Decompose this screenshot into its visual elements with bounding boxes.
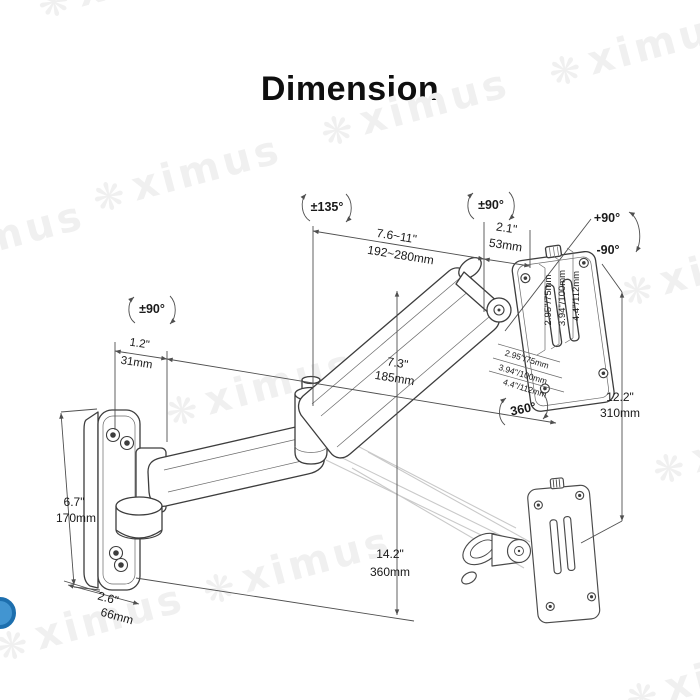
angle-vesa-swivel-label: ±90° <box>478 198 504 212</box>
brand-watermark: ❋ ximus <box>648 398 700 494</box>
angle-wall-swivel-label: ±90° <box>139 302 165 316</box>
brand-watermark: ❋ ximus <box>616 220 700 316</box>
rotation-arrow-icon <box>508 191 515 221</box>
brand-watermark: ❋ ximus <box>621 627 700 700</box>
watermark-brand-text: ximus <box>127 126 287 210</box>
rotation-arrow-icon <box>345 193 352 223</box>
angle-tilt-up-label: +90° <box>594 211 620 225</box>
angle-elbow-swivel-label: ±135° <box>311 200 344 214</box>
vesa-slot <box>544 284 563 348</box>
rotation-arrow-icon <box>467 192 475 220</box>
dimension-lines <box>59 218 625 622</box>
watermark-brand-text: ximus <box>655 220 700 304</box>
brand-watermark: ❋ ximus <box>88 126 287 222</box>
dim-lower-arm-line <box>166 357 557 425</box>
page-title: Dimension <box>260 70 440 108</box>
tilt-joint <box>455 256 500 316</box>
vesa-holes <box>533 490 597 611</box>
watermark-brand-text: ximus <box>687 398 700 482</box>
dim-plate-width-line <box>67 584 140 605</box>
dim-wall-clearance-line <box>114 349 168 361</box>
dim-head-depth-mm-label: 53mm <box>488 236 523 255</box>
watermark-brand-text: ximus <box>72 0 232 17</box>
wall-swivel-badge: ±90° <box>128 295 176 325</box>
dim-extension-inch-label: 7.6~11" <box>376 226 418 246</box>
dim-wall-clearance-mm-label: 31mm <box>120 355 153 372</box>
brand-watermark: ❋ ximus <box>33 0 232 28</box>
vesa-slot <box>561 278 580 342</box>
dim-plate-width-inch-label: 2.6" <box>96 589 120 608</box>
vesa-swivel-badge: ±90° <box>467 191 515 221</box>
wall-hinge <box>115 496 163 540</box>
vesa-75-label: 2.95"/75mm <box>543 274 554 325</box>
vesa-slot <box>563 515 576 572</box>
watermark-brand-text: ximus <box>355 60 515 144</box>
brand-watermark: ❋ ximus <box>544 0 700 96</box>
tilt-axis-line <box>504 218 592 332</box>
rotation-arrow-icon <box>540 391 549 420</box>
brand-watermark: ❋ ximus <box>316 60 515 156</box>
dim-height-range-inch-label: 12.2" <box>606 390 634 404</box>
angle-rotation-label: 360° <box>509 400 537 419</box>
watermark-brand-text: ximus <box>660 627 700 700</box>
ghost-vesa-plate <box>527 477 601 624</box>
gear-icon: ❋ <box>88 171 130 222</box>
tilt-pivot <box>486 297 512 323</box>
dim-lower-arm-mm-label: 185mm <box>374 368 416 388</box>
dim-plate-height-mm-label: 170mm <box>56 511 96 525</box>
dim-lower-arm-inch-label: 7.3" <box>386 354 409 371</box>
tilt-badge: +90° -90° <box>594 211 641 257</box>
gear-icon: ❋ <box>648 443 690 494</box>
brand-watermark: ❋ ximus <box>198 518 397 614</box>
ghost-head <box>461 532 532 585</box>
angle-annotations: ±135° ±90° ±90° +90° -90° 360° <box>128 191 641 426</box>
thumbscrew <box>549 477 565 490</box>
angle-tilt-down-label: -90° <box>596 243 619 257</box>
rotation-arrow-icon <box>128 296 136 324</box>
dim-plate-height-line <box>59 412 76 586</box>
gear-icon: ❋ <box>316 105 358 156</box>
watermark-brand-text: ximus <box>237 518 397 602</box>
vesa-100-label: 3.94"/100mm <box>557 270 568 326</box>
rotation-badge: 360° <box>499 391 549 426</box>
gear-icon: ❋ <box>544 45 586 96</box>
vesa-slot <box>549 519 562 575</box>
base-reference-line <box>135 577 415 622</box>
rotation-arrow-icon <box>169 295 176 325</box>
vesa-112-label: 4.4"/112mm <box>571 271 582 321</box>
watermark-brand-text: ximus <box>583 0 700 84</box>
dim-height-range-mm-label: 310mm <box>600 406 640 420</box>
mounting-holes <box>105 427 135 573</box>
rotation-arrow-icon <box>300 193 311 222</box>
gear-icon: ❋ <box>33 0 75 28</box>
dim-head-depth-line <box>483 257 531 268</box>
dim-pivot-height-mm-label: 360mm <box>370 565 410 579</box>
dim-extension-line <box>312 229 485 261</box>
watermark-brand-text: ximus <box>0 192 90 276</box>
dim-extension-mm-label: 192~280mm <box>366 243 434 268</box>
elbow-swivel-badge: ±135° <box>300 193 352 223</box>
dim-head-depth-inch-label: 2.1" <box>495 220 518 237</box>
brand-watermark: ❋ ximus <box>0 192 90 276</box>
dim-wall-clearance-inch-label: 1.2" <box>129 337 151 352</box>
dim-pivot-height-inch-label: 14.2" <box>376 547 404 561</box>
dim-plate-height-inch-label: 6.7" <box>64 495 85 509</box>
tilt-arrow-icon <box>628 211 641 253</box>
gear-icon: ❋ <box>621 672 663 700</box>
rotation-arrow-icon <box>499 397 507 426</box>
blue-edge-artifact <box>0 597 16 629</box>
